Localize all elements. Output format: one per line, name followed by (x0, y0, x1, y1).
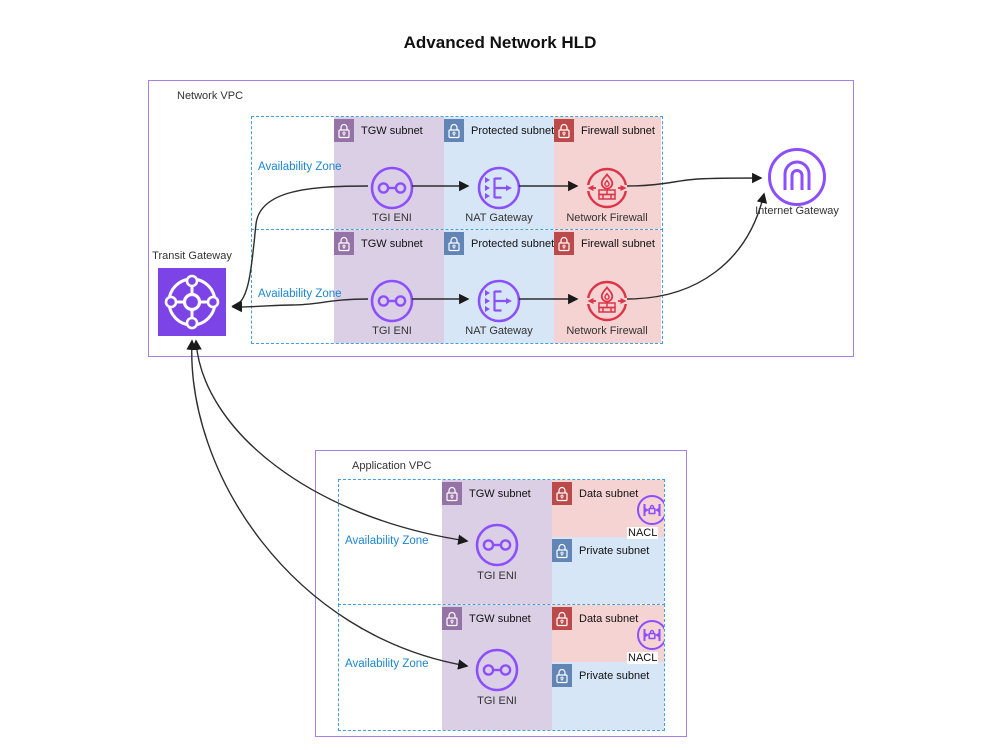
transit-gateway-label: Transit Gateway (152, 250, 232, 262)
node-label: TGI ENI (477, 695, 517, 707)
lock-icon (554, 119, 574, 142)
lock-icon (334, 232, 354, 255)
diagram-title: Advanced Network HLD (403, 33, 597, 52)
lock-icon (444, 119, 464, 142)
subnet-private-1: Private subnet (552, 537, 664, 605)
lock-icon (552, 664, 572, 687)
subnet-label: Data subnet (579, 487, 639, 500)
network-az-2: TGW subnet Protected subnet Firewall sub… (251, 229, 663, 344)
subnet-label: Private subnet (579, 669, 650, 682)
lock-icon (552, 539, 572, 562)
subnet-label: TGW subnet (361, 124, 423, 137)
lock-icon (552, 607, 572, 630)
node-label: NAT Gateway (465, 325, 533, 337)
network-vpc: Network VPC TGW subnet Protected subnet (148, 80, 854, 357)
subnet-label: Private subnet (579, 544, 650, 557)
subnet-label: Data subnet (579, 612, 639, 625)
node-label: Network Firewall (566, 325, 648, 337)
subnet-label: TGW subnet (361, 237, 423, 250)
lock-icon (442, 607, 462, 630)
tgi-eni-icon (370, 166, 414, 215)
subnet-label: TGW subnet (469, 487, 531, 500)
network-firewall-icon (585, 166, 629, 215)
internet-gateway-label: Internet Gateway (755, 205, 839, 217)
subnet-label: Protected subnet (471, 237, 555, 250)
network-az-1: TGW subnet Protected subnet Firewall sub… (251, 116, 663, 231)
node-label: NAT Gateway (465, 212, 533, 224)
az-label: Availability Zone (258, 161, 342, 173)
network-firewall-icon (585, 279, 629, 328)
az-label: Availability Zone (345, 535, 429, 547)
nat-gateway-icon (477, 279, 521, 328)
transit-gateway-icon (158, 268, 226, 336)
az-label: Availability Zone (258, 288, 342, 300)
lock-icon (552, 482, 572, 505)
subnet-protected-2: Protected subnet (444, 230, 554, 343)
subnet-label: Firewall subnet (581, 237, 655, 250)
nacl-label: NACL (627, 527, 659, 539)
az-label: Availability Zone (345, 658, 429, 670)
tgi-eni-icon (475, 523, 519, 572)
lock-icon (334, 119, 354, 142)
application-vpc: Application VPC TGW subnet Data subnet (315, 450, 687, 737)
nacl-label: NACL (627, 652, 659, 664)
subnet-label: Firewall subnet (581, 124, 655, 137)
application-az-1: TGW subnet Data subnet Private subnet (338, 479, 665, 606)
node-label: TGI ENI (477, 570, 517, 582)
subnet-protected-1: Protected subnet (444, 117, 554, 230)
application-az-2: TGW subnet Data subnet Private subnet (338, 604, 665, 731)
subnet-label: TGW subnet (469, 612, 531, 625)
subnet-private-2: Private subnet (552, 662, 664, 730)
network-vpc-label: Network VPC (177, 90, 244, 102)
node-label: TGI ENI (372, 212, 412, 224)
lock-icon (444, 232, 464, 255)
nat-gateway-icon (477, 166, 521, 215)
subnet-label: Protected subnet (471, 124, 555, 137)
node-label: TGI ENI (372, 325, 412, 337)
internet-gateway-icon (767, 147, 827, 212)
nacl-icon (636, 494, 664, 531)
lock-icon (442, 482, 462, 505)
node-label: Network Firewall (566, 212, 648, 224)
lock-icon (554, 232, 574, 255)
nacl-icon (636, 619, 664, 656)
tgi-eni-icon (370, 279, 414, 328)
application-vpc-label: Application VPC (352, 460, 432, 472)
tgi-eni-icon (475, 648, 519, 697)
